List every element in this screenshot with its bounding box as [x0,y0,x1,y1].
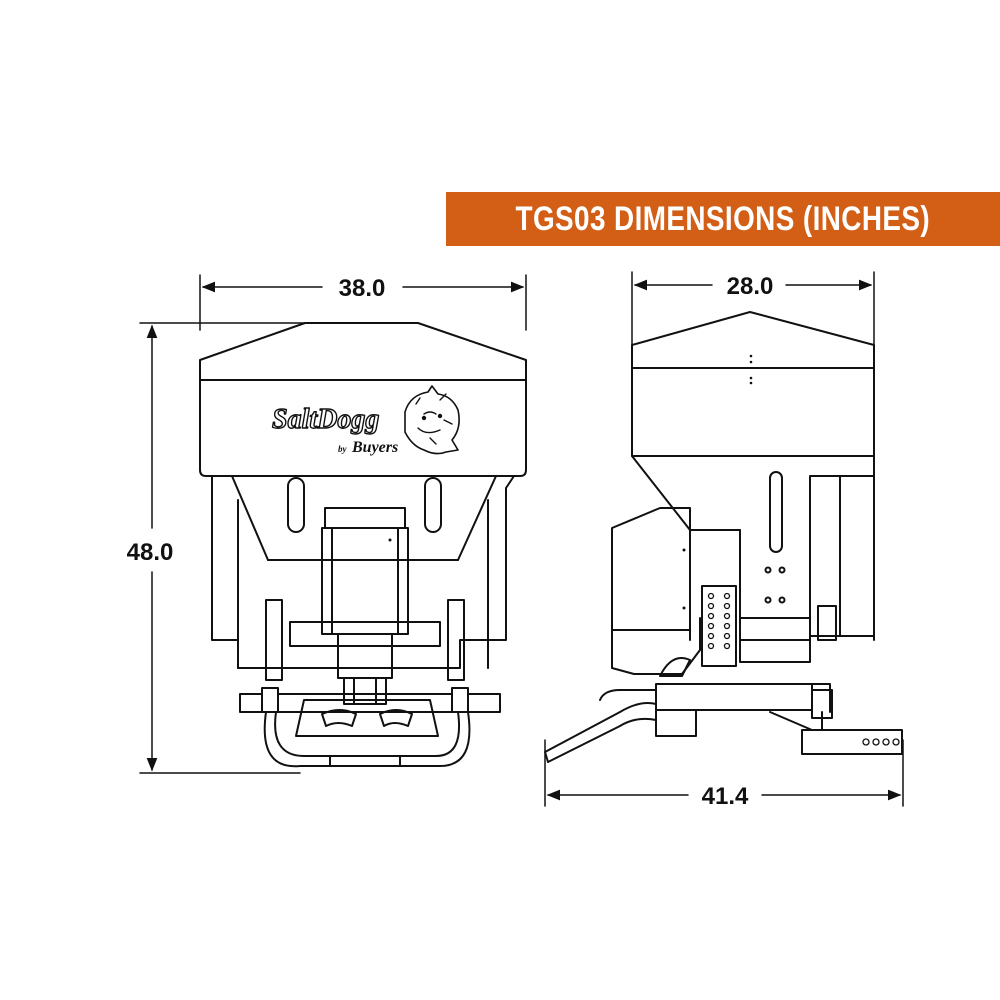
side-funnel [631,455,875,641]
side-rear-panel [809,475,875,637]
dim-label-front-height: 48.0 [127,539,174,566]
motor-cap [324,507,406,529]
motor-housing [321,527,409,635]
lower-funnel [211,475,515,669]
deflector-chute [544,702,657,763]
banner-title: TGS03 DIMENSIONS (INCHES) [515,199,931,238]
lower-frame [239,693,501,713]
side-view: 28.0 41.4 [544,271,904,810]
dimension-front-height [139,322,306,774]
receiver-hitch [801,729,903,755]
dim-label-front-width: 38.0 [339,275,386,302]
dim-label-side-length: 41.4 [702,783,749,810]
slot-left [287,477,305,533]
hopper-lid [199,322,527,381]
svg-text:by: by [338,444,348,454]
side-main-frame [655,683,813,711]
side-controller-box [611,507,691,631]
side-hopper-body [631,367,875,457]
dim-label-side-width: 28.0 [727,273,774,300]
svg-text:SaltDogg: SaltDogg [272,404,379,435]
gearbox [337,633,393,679]
svg-text:Buyers: Buyers [351,439,398,456]
dimension-side-width [631,271,875,346]
spinner-shaft [343,677,387,705]
adjust-bracket [701,585,737,667]
front-view: 38.0 48.0 SaltDogg by Buyers [127,274,527,774]
side-hopper-lid [631,311,875,369]
slot-right [424,477,442,533]
title-banner: TGS03 DIMENSIONS (INCHES) [446,192,1000,246]
dimension-front-width [199,274,527,331]
hopper-body [199,379,527,477]
saltdogg-logo: SaltDogg by Buyers [271,385,460,456]
spinner-disc [295,699,439,737]
spinner-guard [263,711,471,768]
